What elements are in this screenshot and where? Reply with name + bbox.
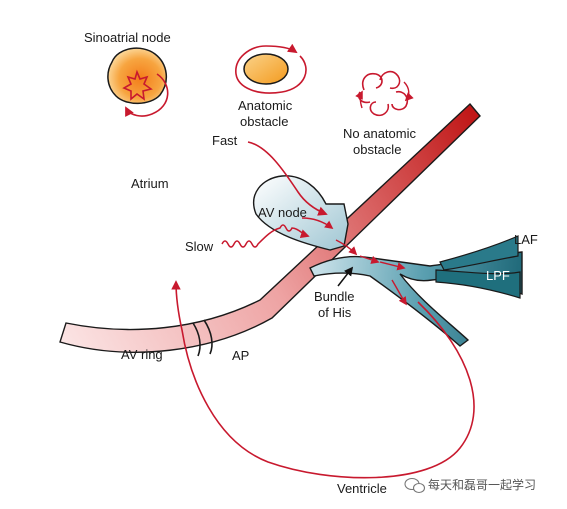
functional-reentry-illustration: No anatomic obstacle	[343, 70, 416, 157]
lpf-label: LPF	[486, 268, 510, 283]
left-anterior-fascicle	[439, 235, 519, 271]
anatomic-obstacle-label-line2: obstacle	[240, 114, 288, 129]
wechat-icon	[404, 477, 426, 494]
slow-pathway-label: Slow	[185, 239, 214, 254]
slow-pathway-wavy-arrow	[221, 224, 310, 248]
bundle-of-his-label-line2: of His	[318, 305, 352, 320]
anatomic-obstacle-label-line1: Anatomic	[238, 98, 293, 113]
anatomic-reentry-loop-arrow	[235, 43, 307, 94]
atrium-label: Atrium	[131, 176, 169, 191]
functional-reentry-curls	[357, 70, 409, 117]
ventricle-label: Ventricle	[337, 481, 387, 496]
bundle-of-his-label-line1: Bundle	[314, 289, 354, 304]
no-anatomic-obstacle-label-line2: obstacle	[353, 142, 401, 157]
left-posterior-fascicle	[435, 269, 521, 299]
av-node-conduction-arrow-a	[301, 217, 334, 230]
sinoatrial-node-label: Sinoatrial node	[84, 30, 171, 45]
anatomic-obstacle-illustration: Anatomic obstacle	[235, 43, 307, 129]
fast-pathway-arrow	[247, 141, 328, 216]
av-node-conduction-arrow-b	[335, 239, 358, 256]
laf-label: LAF	[514, 232, 538, 247]
av-node-label: AV node	[258, 205, 307, 220]
functional-reentry-arrow-a	[403, 81, 414, 102]
sinoatrial-node-illustration: Sinoatrial node	[84, 30, 171, 118]
no-anatomic-obstacle-label-line1: No anatomic	[343, 126, 416, 141]
sinoatrial-circulation-arrow	[125, 73, 169, 118]
accessory-pathway-label: AP	[232, 348, 249, 363]
sinoatrial-reentry-circuit	[122, 69, 153, 101]
functional-reentry-arrow-b	[355, 90, 363, 109]
his-conduction-arrow-c	[391, 279, 407, 306]
his-conduction-arrow-b	[379, 261, 406, 271]
bundle-of-his-pointer-arrow	[337, 266, 354, 287]
ventricular-reentry-loop-arrow	[171, 280, 475, 479]
accessory-pathway-ap-bracket	[192, 319, 213, 357]
his-conduction-arrow-a	[359, 255, 380, 264]
sinoatrial-node-shape	[107, 47, 167, 105]
av-ring-accessory-pathway-band	[59, 102, 481, 353]
av-ring-label: AV ring	[121, 347, 163, 362]
av-node-shape	[253, 175, 349, 251]
watermark-text: 每天和磊哥一起学习	[428, 477, 536, 492]
fast-pathway-label: Fast	[212, 133, 238, 148]
anatomic-obstacle-shape	[243, 53, 289, 85]
watermark: 每天和磊哥一起学习	[404, 477, 536, 494]
